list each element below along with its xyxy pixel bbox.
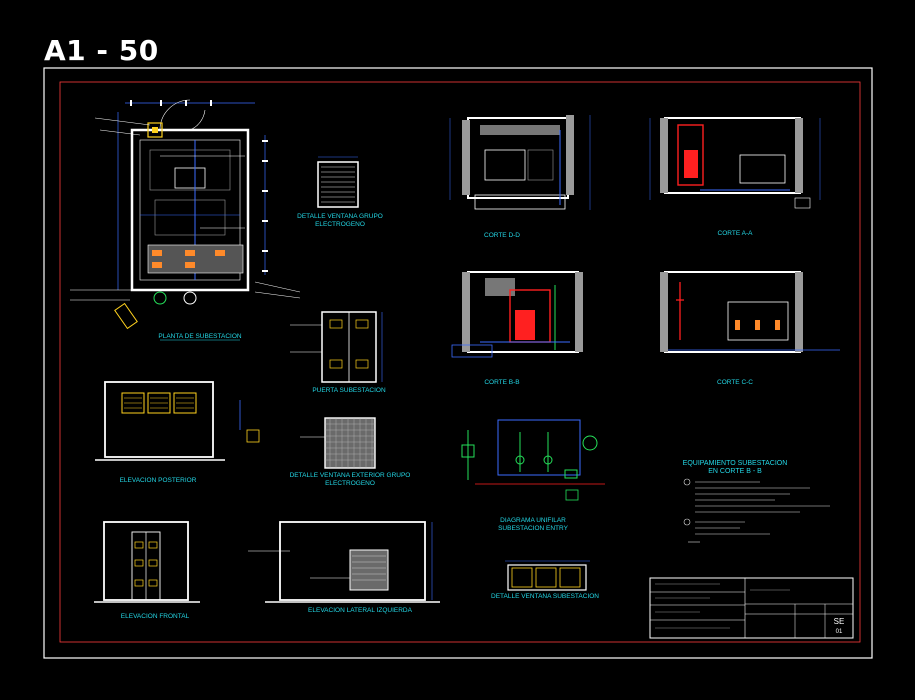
window-genset-label-1: DETALLE VENTANA GRUPO <box>297 213 383 220</box>
equipment-note-title-1: EQUIPAMIENTO SUBESTACION <box>683 460 788 467</box>
window-ext-genset-label-2: ELECTROGENO <box>325 480 375 487</box>
door-label: PUERTA SUBESTACION <box>312 387 386 394</box>
sheet-title: A1 - 50 <box>44 34 159 67</box>
section-cc-label: CORTE C-C <box>717 379 753 386</box>
front-elevation-label: ELEVACION FRONTAL <box>121 613 190 620</box>
section-cc <box>660 271 840 353</box>
one-line-diagram <box>461 419 605 501</box>
plan-view <box>70 99 301 330</box>
rear-elevation <box>95 381 225 461</box>
window-substation-label: DETALLE VENTANA SUBESTACION <box>491 593 599 600</box>
window-ext-genset-detail <box>239 400 376 469</box>
door-detail <box>290 311 383 383</box>
section-aa <box>649 117 821 209</box>
title-block <box>649 577 854 639</box>
title-block-sheet-code: SE <box>834 617 845 626</box>
window-ext-genset-label-1: DETALLE VENTANA EXTERIOR GRUPO <box>290 472 411 479</box>
side-elevation <box>248 521 440 603</box>
window-genset-label-2: ELECTROGENO <box>315 221 365 228</box>
inner-frame <box>59 81 861 643</box>
outer-frame <box>43 67 873 659</box>
section-dd <box>449 115 591 210</box>
rear-elevation-label: ELEVACION POSTERIOR <box>120 477 197 484</box>
equipment-note-lines <box>683 478 830 543</box>
side-elevation-label: ELEVACION LATERAL IZQUIERDA <box>308 607 413 614</box>
one-line-label-2: SUBESTACION ENTRY <box>498 525 568 532</box>
equipment-note-title-2: EN CORTE B - B <box>708 468 762 475</box>
front-elevation <box>94 521 200 603</box>
plan-view-label: PLANTA DE SUBESTACION <box>158 333 242 340</box>
section-aa-label: CORTE A-A <box>718 230 754 237</box>
title-block-sheet-number: 01 <box>836 629 843 635</box>
window-genset-detail <box>317 156 359 208</box>
section-bb-label: CORTE B-B <box>484 379 519 386</box>
window-substation-detail <box>505 560 590 591</box>
section-bb <box>451 271 583 358</box>
section-dd-label: CORTE D-D <box>484 232 520 239</box>
one-line-label-1: DIAGRAMA UNIFILAR <box>500 517 566 524</box>
